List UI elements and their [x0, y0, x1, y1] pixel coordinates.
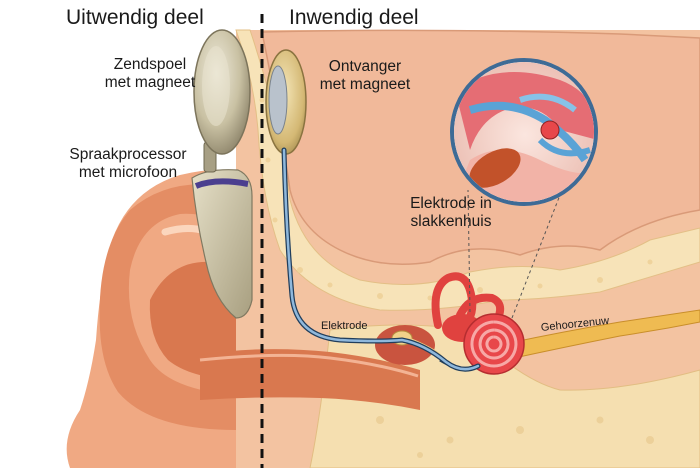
- ear-concha: [149, 261, 236, 380]
- auditory-nerve: [499, 309, 700, 361]
- label-cochlea-electrode-line2: slakkenhuis: [410, 213, 492, 231]
- label-receiver: Ontvanger met magneet: [307, 58, 423, 95]
- label-receiver-line1: Ontvanger: [328, 58, 402, 75]
- cochlea: [463, 313, 525, 375]
- label-receiver-line2: met magneet: [319, 76, 411, 94]
- label-speech-processor-line2: met microfoon: [78, 164, 178, 182]
- label-transmitter-coil-line2: met magneet: [104, 74, 196, 92]
- label-transmitter-coil-line1: Zendspoel: [113, 56, 187, 73]
- cochlea-magnifier: [450, 58, 598, 206]
- label-speech-processor-line1: Spraakprocessor: [69, 146, 187, 163]
- label-cochlea-electrode-line1: Elektrode in: [410, 195, 492, 212]
- label-cochlea-electrode: Elektrode in slakkenhuis: [400, 195, 502, 232]
- heading-external: Uitwendig deel: [66, 6, 204, 29]
- label-transmitter-coil: Zendspoel met magneet: [88, 56, 212, 93]
- label-speech-processor: Spraakprocessor met microfoon: [54, 146, 202, 183]
- ear-helix: [99, 184, 236, 430]
- bone-texture: [259, 97, 653, 301]
- label-electrode: Elektrode: [321, 320, 368, 332]
- skull-bone: [235, 29, 700, 311]
- speech-processor[interactable]: [191, 169, 253, 319]
- heading-internal: Inwendig deel: [289, 6, 419, 29]
